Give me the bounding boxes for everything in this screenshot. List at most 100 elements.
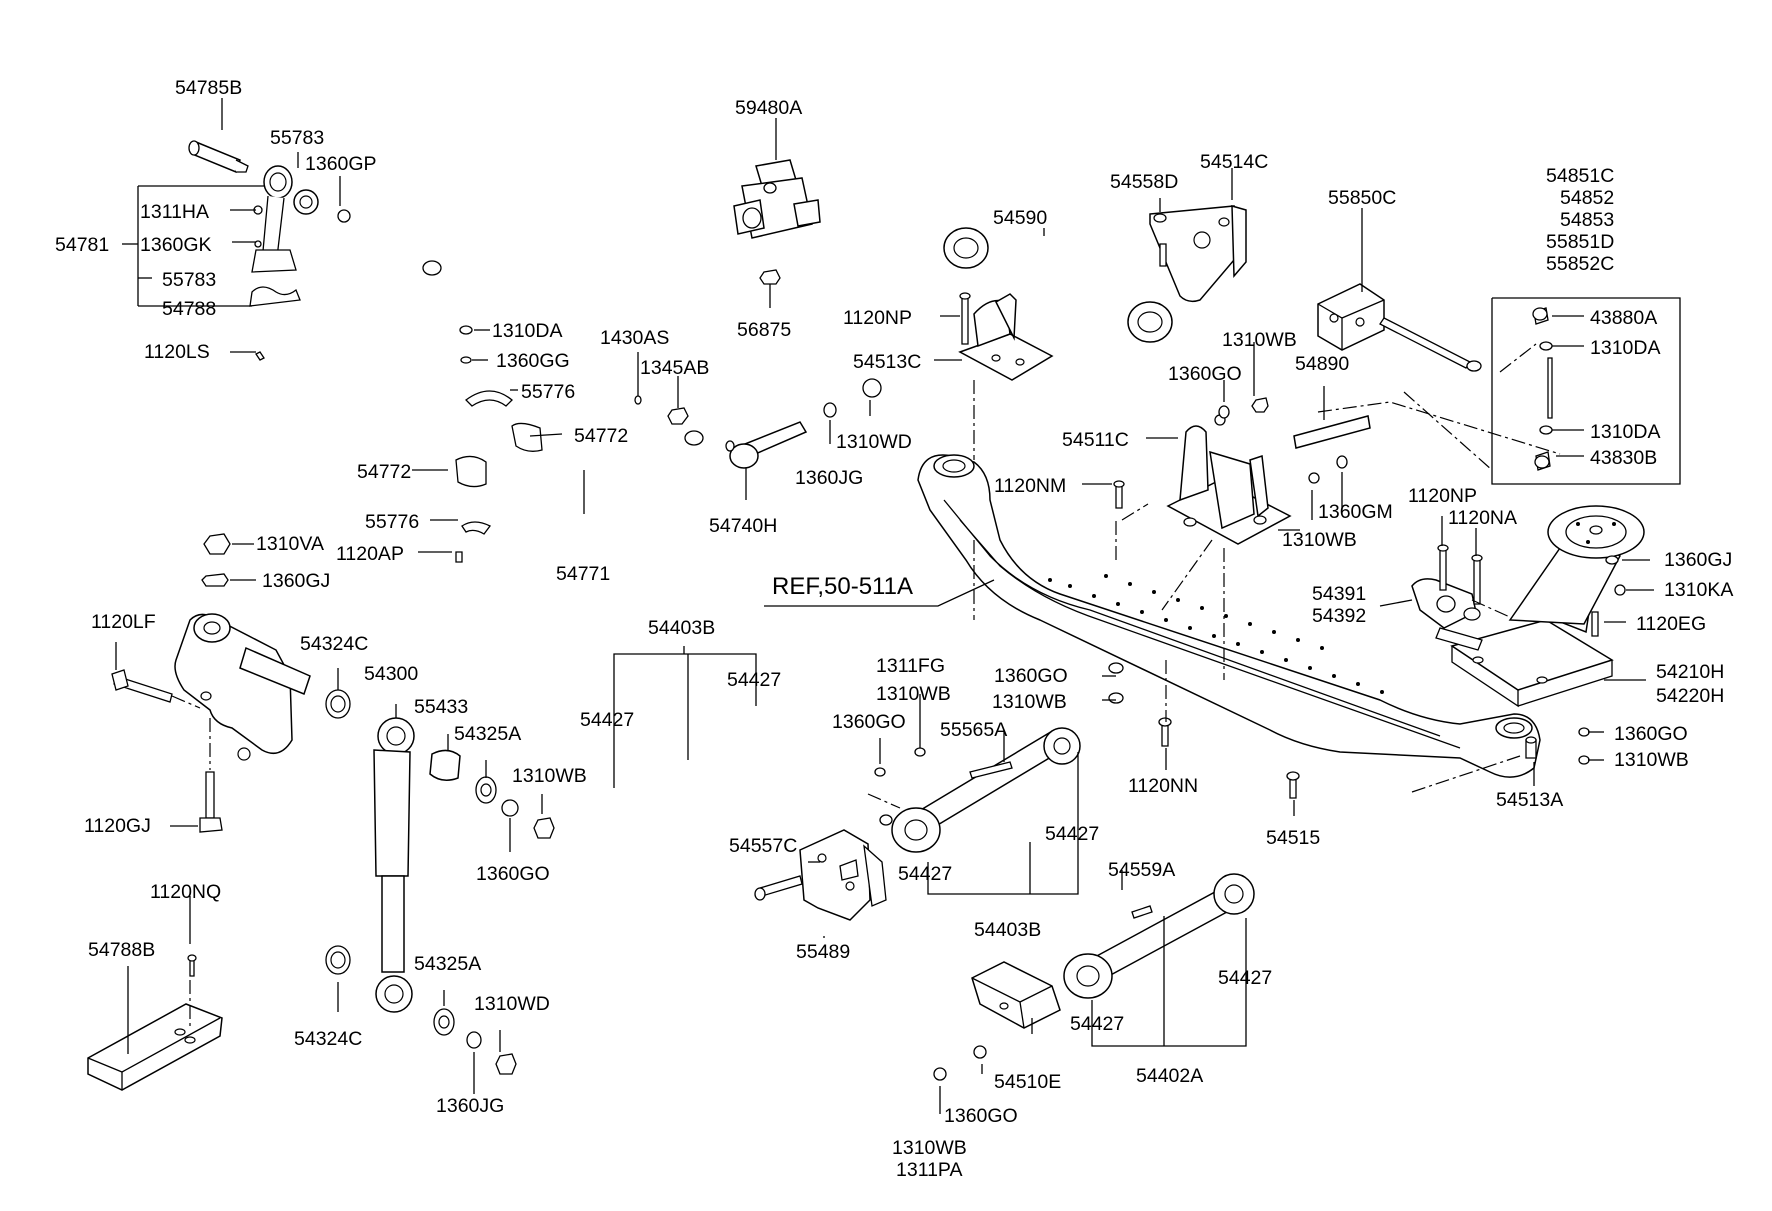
fasteners-center [634, 372, 882, 425]
label-1310WD-upper: 1310WD [836, 431, 912, 453]
label-54402A: 54402A [1136, 1065, 1203, 1087]
label-1360JG-lower: 1360JG [436, 1095, 504, 1117]
label-1310KA: 1310KA [1664, 579, 1733, 601]
bracket-54511C [1113, 414, 1292, 545]
label-54785B: 54785B [175, 77, 242, 99]
label-1120LF: 1120LF [91, 611, 156, 633]
label-1120AP: 1120AP [336, 543, 404, 565]
label-1311FG: 1311FG [876, 655, 945, 677]
label-1360GJ-left: 1360GJ [262, 570, 330, 592]
label-1360GO-shock: 1360GO [476, 863, 550, 885]
centerlines [171, 343, 1561, 1028]
link-55850C [1317, 283, 1482, 372]
label-54559A: 54559A [1108, 859, 1175, 881]
label-1310WB-shock: 1310WB [512, 765, 587, 787]
label-1430AS: 1430AS [600, 327, 669, 349]
label-1120LS: 1120LS [144, 341, 210, 363]
label-54427-mid-right: 54427 [1045, 823, 1099, 845]
label-1360GO-right: 1360GO [1614, 723, 1688, 745]
label-54788: 54788 [162, 298, 216, 320]
label-1360GO-arm: 1360GO [832, 711, 906, 733]
label-54558D: 54558D [1110, 171, 1178, 193]
label-1310WB-lower: 1310WB [892, 1137, 967, 1159]
label-54740H: 54740H [709, 515, 777, 537]
label-54427-lower-right: 54427 [1218, 967, 1272, 989]
label-54324C-lower: 54324C [294, 1028, 362, 1050]
label-1345AB: 1345AB [640, 357, 709, 379]
label-1310DA-box-lower: 1310DA [1590, 421, 1660, 443]
label-54300: 54300 [364, 663, 418, 685]
link-54740H [725, 421, 808, 469]
label-54510E: 54510E [994, 1071, 1061, 1093]
plate-54788B [87, 954, 223, 1091]
label-43880A: 43880A [1590, 307, 1657, 329]
label-55783-lower: 55783 [162, 269, 216, 291]
label-55565A: 55565A [940, 719, 1007, 741]
label-54515: 54515 [1266, 827, 1320, 849]
label-54325A-lower: 54325A [414, 953, 481, 975]
label-54427-upper-left: 54427 [580, 709, 634, 731]
label-1360GO-center: 1360GO [994, 665, 1068, 687]
bracket-55489 [754, 829, 887, 921]
label-1310DA-left: 1310DA [492, 320, 562, 342]
fasteners-left-upper [201, 325, 543, 587]
label-1120NQ: 1120NQ [150, 881, 221, 903]
bracket-54514C [1149, 204, 1247, 303]
label-1120NP-lower: 1120NP [1408, 485, 1477, 507]
label-54853: 54853 [1560, 209, 1614, 231]
bracket-54510E [933, 961, 1061, 1081]
label-1360GK: 1360GK [140, 234, 212, 256]
label-55776-lower: 55776 [365, 511, 419, 533]
label-1120NN: 1120NN [1128, 775, 1198, 797]
label-1360GP: 1360GP [305, 153, 377, 175]
pin-54785B [188, 140, 249, 173]
label-55851D: 55851D [1546, 231, 1614, 253]
label-55489: 55489 [796, 941, 850, 963]
label-54513A: 54513A [1496, 789, 1563, 811]
label-54514C: 54514C [1200, 151, 1268, 173]
label-54427-upper-right: 54427 [727, 669, 781, 691]
label-59480A: 59480A [735, 97, 802, 119]
label-54511C: 54511C [1062, 429, 1129, 451]
label-54788B: 54788B [88, 939, 155, 961]
label-1310DA-box-upper: 1310DA [1590, 337, 1660, 359]
label-54427-mid-left: 54427 [898, 863, 952, 885]
valve-59480A [733, 159, 821, 285]
label-1120NA: 1120NA [1448, 507, 1517, 529]
label-54324C-upper: 54324C [300, 633, 368, 655]
label-54772-left: 54772 [357, 461, 411, 483]
label-43830B: 43830B [1590, 447, 1657, 469]
label-54771: 54771 [556, 563, 610, 585]
label-1120NM: 1120NM [994, 475, 1066, 497]
label-1310WB-center: 1310WB [876, 683, 951, 705]
label-54391: 54391 [1312, 583, 1366, 605]
leader-lines [115, 98, 1681, 1114]
bracket-54513C [958, 292, 1054, 381]
label-1310WB-upper: 1310WB [1222, 329, 1297, 351]
label-54210H: 54210H [1656, 661, 1724, 683]
link-set-54851C [1532, 307, 1553, 471]
label-1120EG: 1120EG [1636, 613, 1706, 635]
label-54851C: 54851C [1546, 165, 1614, 187]
label-ref-50-511A: REF,50-511A [772, 573, 913, 600]
bracket-1120LF [111, 613, 311, 833]
label-54890: 54890 [1295, 353, 1349, 375]
label-1310WB-mid: 1310WB [1282, 529, 1357, 551]
label-1360GO-lower: 1360GO [944, 1105, 1018, 1127]
link-bracket-54781 [249, 165, 351, 361]
label-55850C: 55850C [1328, 187, 1396, 209]
label-1311PA: 1311PA [896, 1159, 963, 1181]
label-54392: 54392 [1312, 605, 1366, 627]
label-1310WD-lower: 1310WD [474, 993, 550, 1015]
label-55783-upper: 55783 [270, 127, 324, 149]
label-1310WB-right: 1310WB [1614, 749, 1689, 771]
stabilizer-bar-54771 [303, 260, 704, 493]
label-1360GJ-right: 1360GJ [1664, 549, 1732, 571]
part-number-labels: 54785B 55783 1360GP 1311HA 54781 1360GK … [55, 77, 1733, 1181]
label-1120GJ: 1120GJ [84, 815, 151, 837]
label-54590: 54590 [993, 207, 1047, 229]
label-1311HA: 1311HA [140, 201, 209, 223]
label-55433: 55433 [414, 696, 468, 718]
label-54403B-upper: 54403B [648, 617, 715, 639]
